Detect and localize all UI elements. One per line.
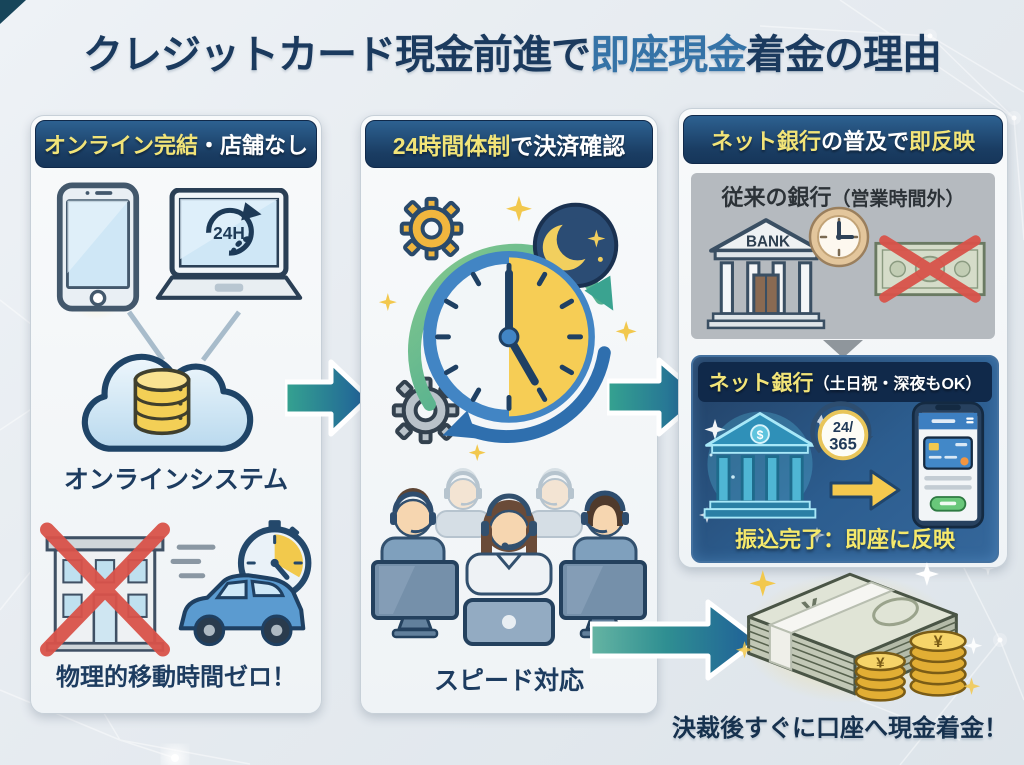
zero-travel-label: 物理的移動時間ゼロ！ bbox=[56, 664, 296, 691]
business-hours-clock-icon bbox=[808, 206, 870, 268]
cloud-database-icon bbox=[81, 353, 254, 452]
cash-stack-icon: ¥ ¥ ¥ bbox=[735, 562, 983, 702]
online-header-rest: ・店舗なし bbox=[198, 133, 309, 158]
bank-sign-text: BANK bbox=[746, 234, 790, 251]
support-header-rest: で決済確認 bbox=[510, 133, 626, 159]
car-stopwatch-icon bbox=[170, 520, 312, 647]
arrow-right-1 bbox=[285, 359, 372, 437]
netbank-header-highlight2: 即反映 bbox=[909, 128, 976, 154]
transfer-complete-label: 振込完了：即座に反映 bbox=[734, 527, 955, 552]
transfer-arrow-icon bbox=[829, 469, 901, 511]
netbank-header-highlight1: ネット銀行 bbox=[710, 128, 821, 154]
down-pointer bbox=[823, 340, 863, 358]
online-header-highlight: オンライン完結 bbox=[43, 133, 198, 158]
netbank-building-icon: $ bbox=[703, 411, 817, 519]
laptop-badge-text: 24H bbox=[213, 223, 245, 243]
title-part1: クレジットカード現金前進で bbox=[83, 33, 591, 77]
badge-top-text: 24/ bbox=[833, 420, 853, 436]
traditional-bank-box: 従来の銀行（営業時間外） BANK bbox=[691, 173, 995, 339]
banking-app-phone-icon bbox=[911, 401, 985, 529]
crossed-store-icon bbox=[40, 522, 170, 657]
coin-yen-symbol-right: ¥ bbox=[934, 633, 943, 651]
dollar-sign-text: $ bbox=[757, 428, 764, 442]
crossed-banknote-icon bbox=[874, 235, 986, 303]
speed-label: スピード対応 bbox=[433, 667, 584, 695]
coin-yen-symbol-left: ¥ bbox=[876, 654, 885, 671]
netbank-header: ネット銀行の普及で即反映 bbox=[683, 115, 1003, 164]
badge-bottom-text: 365 bbox=[829, 436, 857, 454]
title-part2: 着金の理由 bbox=[746, 33, 942, 77]
panel-online: オンライン完結・店舗なし 24H bbox=[30, 115, 322, 714]
online-system-label: オンラインシステム bbox=[63, 466, 289, 494]
corner-accent-triangle bbox=[0, 0, 26, 24]
connector-lines bbox=[126, 310, 241, 362]
netbank-title-main: ネット銀行 bbox=[708, 372, 814, 395]
traditional-bank-title: 従来の銀行（営業時間外） bbox=[691, 180, 995, 212]
bank-building-icon: BANK bbox=[706, 218, 826, 330]
laptop-24h-icon: 24H bbox=[155, 188, 303, 300]
page-title: クレジットカード現金前進で即座現金着金の理由 bbox=[0, 22, 1024, 80]
netbank-title-note: （土日祝・深夜もOK） bbox=[813, 376, 982, 393]
traditional-title-note: （営業時間外） bbox=[831, 189, 965, 210]
online-header: オンライン完結・店舗なし bbox=[35, 120, 317, 168]
call-center-team-icon bbox=[371, 468, 647, 646]
support-header-highlight: 24時間体制 bbox=[392, 133, 511, 159]
netbank-box: ネット銀行（土日祝・深夜もOK） $ bbox=[691, 355, 999, 563]
title-highlight: 即座現金 bbox=[590, 33, 747, 77]
smartphone-icon bbox=[56, 182, 140, 312]
support-header: 24時間体制で決済確認 bbox=[365, 120, 653, 168]
badge-24-365-icon: 24/ 365 bbox=[810, 401, 874, 461]
panel-netbank: ネット銀行の普及で即反映 従来の銀行（営業時間外） BANK bbox=[678, 108, 1008, 568]
clock-24h-icon bbox=[378, 195, 637, 462]
traditional-title-main: 従来の銀行 bbox=[721, 185, 832, 210]
footer-result-label: 決裁後すぐに口座へ現金着金！ bbox=[672, 715, 1008, 742]
netbank-box-title: ネット銀行（土日祝・深夜もOK） bbox=[698, 362, 992, 402]
netbank-header-mid: の普及で bbox=[820, 128, 909, 154]
